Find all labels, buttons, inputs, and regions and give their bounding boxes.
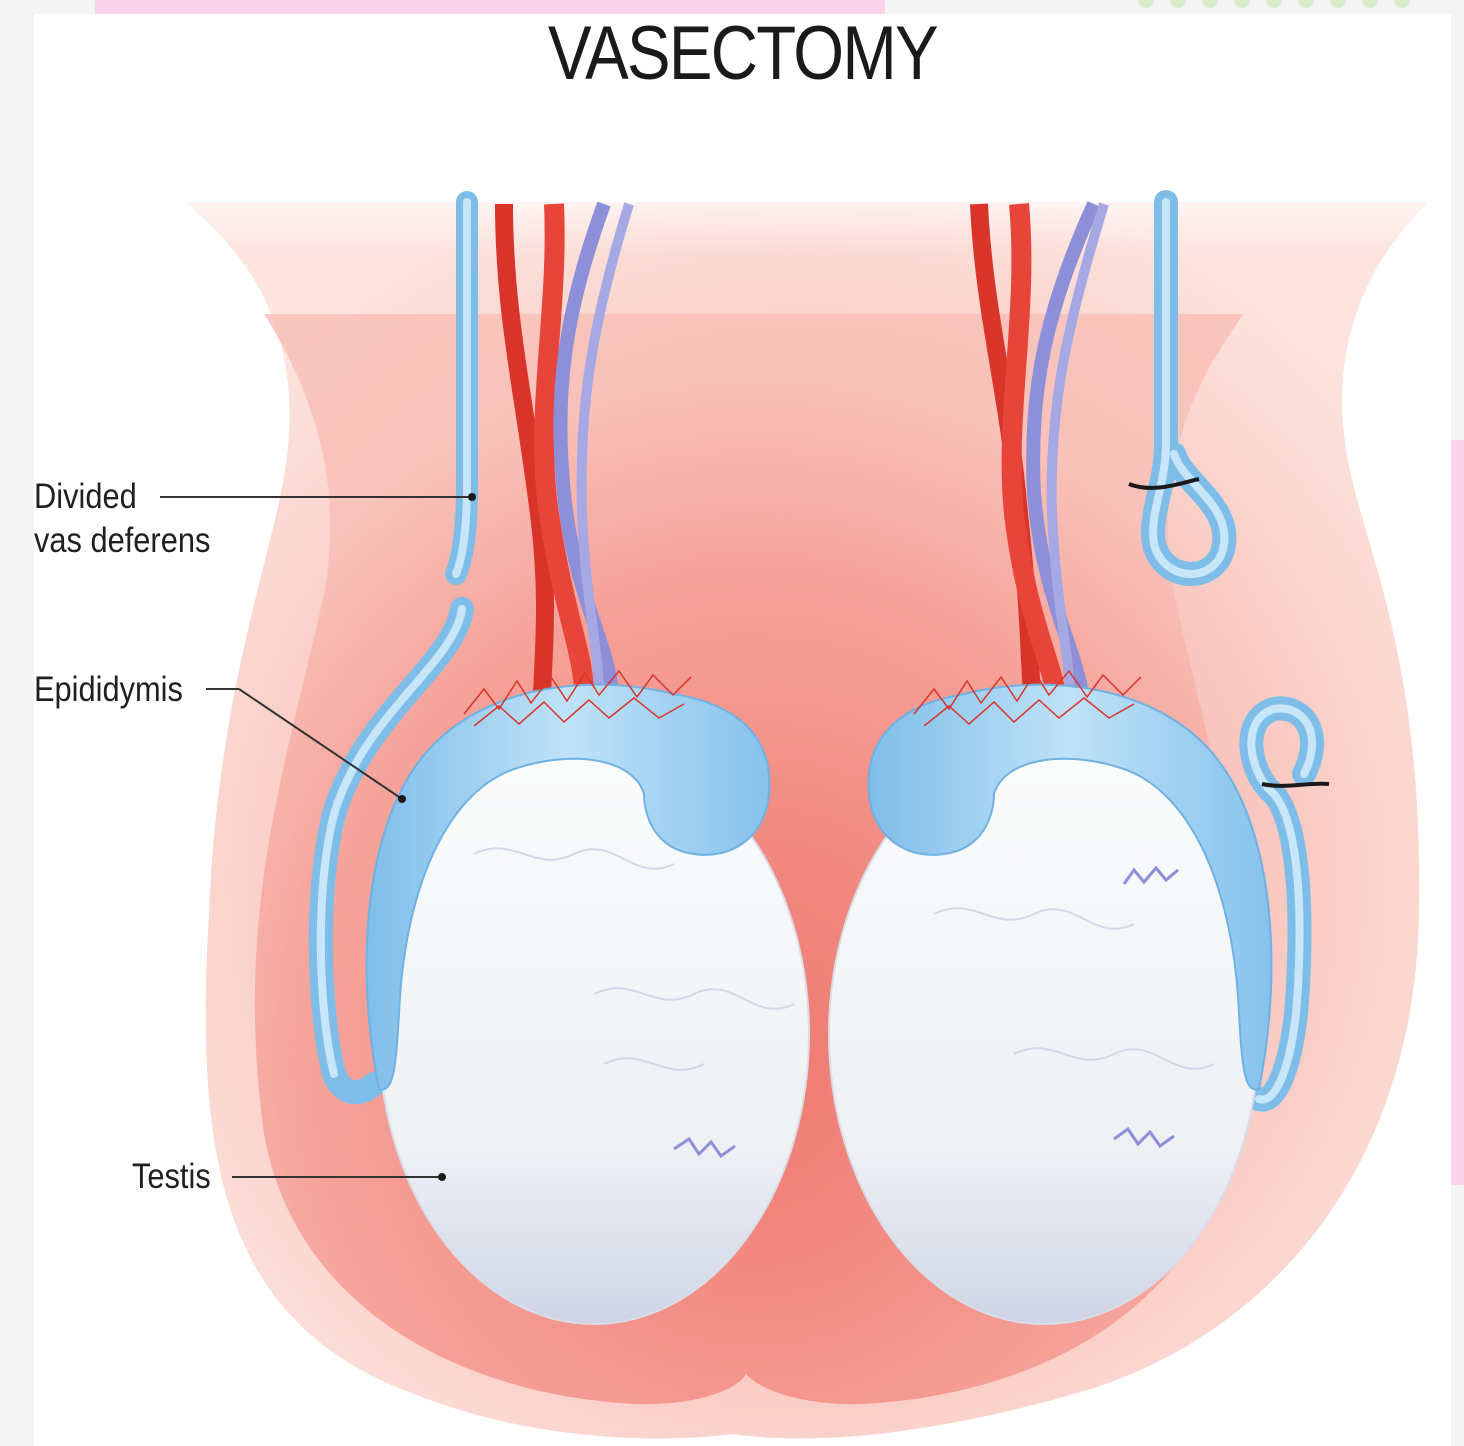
decorative-pink-band-right [1451,440,1464,1185]
decorative-dot [1394,0,1410,8]
decorative-dot [1234,0,1250,8]
decorative-pink-band-top [95,0,885,14]
decorative-dot [1330,0,1346,8]
diagram-canvas: VASECTOMY [34,14,1451,1446]
vasectomy-illustration [34,14,1451,1446]
decorative-dot [1298,0,1314,8]
decorative-dot [1170,0,1186,8]
decorative-dot [1202,0,1218,8]
label-divided-vas-line2: vas deferens [34,519,210,563]
top-fade [34,164,1451,254]
decorative-dot [1362,0,1378,8]
decorative-dot [1138,0,1154,8]
label-testis: Testis [132,1155,211,1199]
decorative-dots [1138,0,1464,8]
label-divided-vas-line1: Divided [34,475,137,519]
decorative-dot [1266,0,1282,8]
label-epididymis: Epididymis [34,668,183,712]
